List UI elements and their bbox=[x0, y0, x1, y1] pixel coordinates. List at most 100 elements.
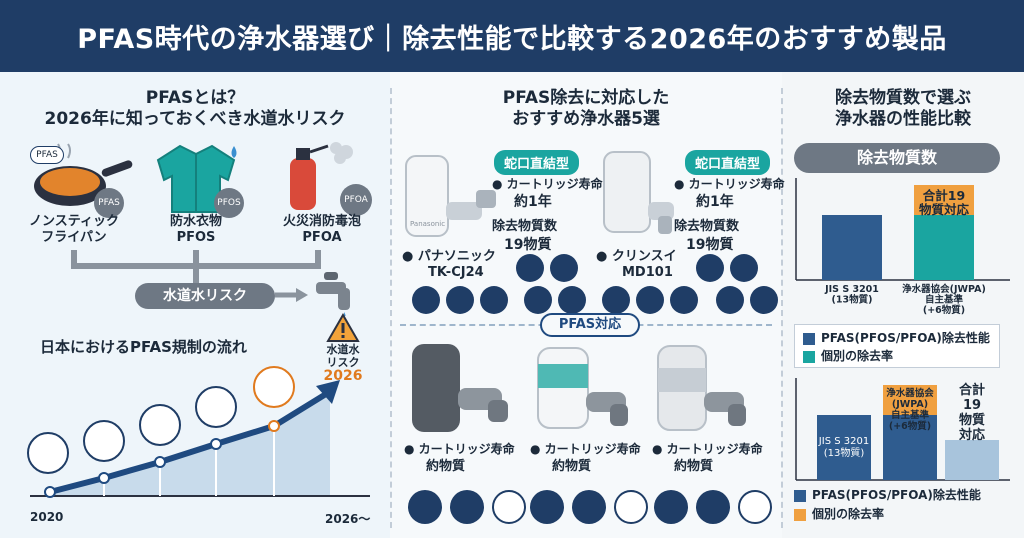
spec-value: 約物質 bbox=[552, 459, 592, 475]
bullet: ● bbox=[402, 249, 418, 264]
bottle-icon bbox=[492, 490, 526, 524]
spec-label: カートリッジ寿命 bbox=[418, 442, 515, 456]
warning-label: 水道水 リスク bbox=[318, 343, 368, 369]
legend-label: 個別の除去率 bbox=[812, 507, 885, 521]
legend-item: PFAS(PFOS/PFOA)除去性能 bbox=[803, 329, 991, 347]
item-label-frying-pan: ノンスティック フライパン bbox=[14, 214, 134, 247]
item-label-line: ノンスティック bbox=[29, 214, 119, 229]
product-name-line: パナソニック bbox=[417, 249, 496, 264]
divider bbox=[390, 88, 392, 528]
bullet: ● bbox=[530, 442, 545, 456]
purifier-cleansui-image bbox=[603, 151, 674, 234]
spec-label: カートリッジ寿命 bbox=[666, 442, 763, 456]
legend-item: 個別の除去率 bbox=[803, 347, 991, 365]
people-icon bbox=[27, 432, 69, 474]
chart-bar-label: JIS S 3201 bbox=[818, 436, 869, 447]
chart-performance: JIS S 3201(13物質)浄水器協会(JWPA)自主基準(+6物質)合計1… bbox=[795, 378, 1010, 481]
chart-bar-label: 対応 bbox=[958, 427, 985, 443]
chart-legend: PFAS(PFOS/PFOA)除去性能 個別の除去率 bbox=[794, 486, 1000, 524]
legend-label: PFAS(PFOS/PFOA)除去性能 bbox=[821, 331, 990, 345]
no-pfas-icon bbox=[446, 286, 474, 314]
spec-label: 除去物質数 bbox=[492, 218, 558, 234]
right-title-line2: 浄水器の性能比較 bbox=[835, 108, 971, 129]
filter-icon bbox=[516, 254, 544, 282]
sparkle-icon bbox=[524, 286, 552, 314]
fire-extinguisher-icon bbox=[290, 142, 353, 210]
no-pfas-icon bbox=[572, 490, 606, 524]
chart-bar-label: 物質 bbox=[959, 412, 985, 428]
pfos-badge: PFOS bbox=[214, 188, 244, 218]
feature-icons bbox=[654, 490, 772, 524]
extinguisher-step-icon bbox=[253, 366, 295, 408]
left-title-line1: PFASとは？ bbox=[145, 88, 245, 108]
legend-swatch bbox=[794, 489, 806, 502]
middle-panel-title: PFAS除去に対応した おすすめ浄水器5選 bbox=[390, 88, 782, 129]
spec-value: 約1年 bbox=[514, 193, 552, 210]
chart-category-label: 浄水器協会(JWPA) bbox=[902, 283, 986, 295]
chart-removal-count: JIS S 3201(13物質)浄水器協会(JWPA)自主基準(+6物質)合計1… bbox=[795, 178, 1010, 316]
chart-bar-label: 19 bbox=[963, 398, 981, 413]
sparkle-icon bbox=[716, 286, 744, 314]
feature-icons bbox=[516, 254, 578, 282]
warning-line: リスク bbox=[326, 356, 360, 370]
spec-value: 19物質 bbox=[504, 236, 552, 253]
bottle-icon bbox=[738, 490, 772, 524]
product-spec: ● カートリッジ寿命 約1年 除去物質数 19物質 bbox=[674, 177, 785, 254]
purifier-panasonic-image: Panasonic bbox=[405, 155, 496, 237]
chart-bar-label: (JWPA) bbox=[892, 399, 928, 410]
product-name: ● パナソニック TK-CJ24 bbox=[402, 249, 496, 282]
bottle-icon bbox=[480, 286, 508, 314]
feature-icons bbox=[408, 490, 526, 524]
item-label-extinguisher: 火災消防毒泡 PFOA bbox=[262, 214, 382, 247]
timeline-graph bbox=[30, 380, 370, 498]
warning-icon bbox=[326, 313, 360, 342]
legend-label: 個別の除去率 bbox=[821, 349, 894, 363]
timeline-start: 2020 bbox=[30, 510, 64, 524]
bullet: ● bbox=[492, 177, 507, 191]
legend-swatch bbox=[803, 332, 815, 345]
item-label-line: PFOA bbox=[302, 230, 342, 246]
pfas-badge: PFAS bbox=[94, 188, 124, 218]
chart-total-label: 物質対応 bbox=[919, 202, 970, 217]
warning-line: 水道水 bbox=[326, 343, 360, 356]
water-icon bbox=[408, 490, 442, 524]
pfas-tag: PFAS bbox=[30, 146, 64, 164]
chart-category-label: (13物質) bbox=[832, 294, 873, 306]
spec-label: カートリッジ寿命 bbox=[506, 177, 603, 191]
pfoa-badge: PFOA bbox=[340, 184, 372, 216]
item-label-line: 防水衣物 bbox=[169, 214, 222, 229]
middle-title-line2: おすすめ浄水器5選 bbox=[512, 108, 660, 129]
item-label-line: フライパン bbox=[41, 230, 107, 246]
timeline-end: 2026〜 bbox=[325, 512, 371, 526]
product-model: MD101 bbox=[622, 265, 673, 281]
legend-item: PFAS(PFOS/PFOA)除去性能 bbox=[794, 486, 1000, 505]
eye-icon bbox=[195, 386, 237, 428]
bottle-icon bbox=[558, 286, 586, 314]
filter-icon bbox=[696, 254, 724, 282]
product-model: TK-CJ24 bbox=[428, 265, 484, 281]
faucet-type-badge: 蛇口直結型 bbox=[685, 150, 771, 175]
bottle-icon bbox=[614, 490, 648, 524]
bottle-icon bbox=[750, 286, 778, 314]
spec-value: 約物質 bbox=[674, 459, 714, 475]
warning-year: 2026 bbox=[323, 368, 363, 384]
chart-category-label: JIS S 3201 bbox=[824, 284, 879, 295]
spec-label: カートリッジ寿命 bbox=[544, 442, 641, 456]
feature-icons bbox=[412, 286, 586, 314]
chart-bar bbox=[822, 215, 882, 280]
purifier-silver-image bbox=[657, 345, 746, 431]
chart-legend: PFAS(PFOS/PFOA)除去性能 個別の除去率 bbox=[794, 324, 1000, 368]
legend-item: 個別の除去率 bbox=[794, 505, 1000, 524]
chart-bar bbox=[817, 415, 871, 480]
faucet-type-badge: 蛇口直結型 bbox=[494, 150, 580, 175]
spec-value: 約物質 bbox=[426, 459, 466, 475]
product-name-line: クリンスイ bbox=[611, 249, 677, 264]
item-label-line: PFOS bbox=[176, 230, 216, 246]
spec-value: 19物質 bbox=[686, 236, 734, 253]
purifier-white-teal-image bbox=[537, 347, 628, 429]
no-pfas-icon bbox=[450, 490, 484, 524]
no-pfas-icon bbox=[696, 490, 730, 524]
bullet: ● bbox=[652, 442, 667, 456]
chart-bar bbox=[883, 415, 937, 480]
item-label-line: 火災消防毒泡 bbox=[282, 214, 361, 229]
